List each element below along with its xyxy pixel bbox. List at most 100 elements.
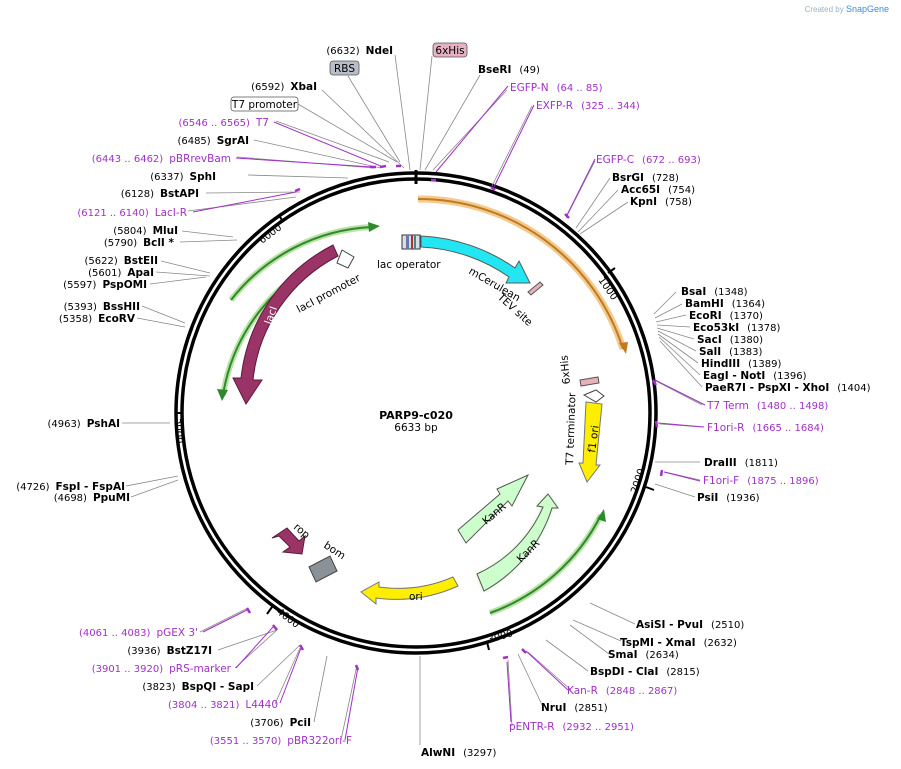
primer-f1ori-r: F1ori-R(1665 .. 1684) [707,422,824,434]
site-ecori: EcoRI(1370) [689,310,763,322]
his6-top-label-box: 6xHis [432,42,468,58]
primer-leader-lines [192,85,706,741]
t7-promoter-label-box: T7 promoter [230,96,299,112]
site-bstapi: (6128)BstAPI [121,188,199,200]
tick-4000: 4000 [266,606,301,631]
label-t7-terminator: T7 terminator [564,392,579,466]
sites-right: BseRI(49) BsrGI(728) Acc65I(754) KpnI(75… [478,64,871,714]
primer-pgex3: (4061 .. 4083)pGEX 3' [79,627,198,639]
site-smai: SmaI(2634) [608,649,679,661]
kanr-arrow-1 [457,473,530,544]
label-kanr-2: KanR [515,537,543,565]
svg-text:6000: 6000 [257,222,284,246]
tev-site-box [527,281,544,296]
credit-prefix: Created by [804,5,844,14]
label-f1-ori: f1 ori [586,425,602,454]
site-draiii: DraIII(1811) [704,457,778,469]
svg-text:RBS: RBS [334,63,355,75]
site-acc65i: Acc65I(754) [621,184,695,196]
primer-pentr-r: pENTR-R(2932 .. 2951) [509,721,634,733]
label-laci: lacI [263,305,281,326]
svg-text:3000: 3000 [487,628,514,646]
t7-terminator-box [582,389,605,403]
site-bseri: BseRI(49) [478,64,540,76]
site-nrui: NruI(2851) [541,702,608,714]
site-bspqi: (3823)BspQI - SapI [142,681,254,693]
site-pshai: (4963)PshAI [47,418,120,430]
sites-left: (6632)NdeI (6592)XbaI (6485)SgrAI (6337)… [16,45,496,759]
site-kpni: KpnI(758) [630,196,692,208]
site-psii: PsiI(1936) [697,492,760,504]
orf-arrow-bottom [488,509,606,616]
site-eagi-noti: EagI - NotI(1396) [703,370,807,382]
tick-3000: 3000 [486,628,514,651]
ori-arrow [360,576,459,606]
site-fspi: (4726)FspI - FspAI [16,481,125,493]
primer-f1ori-f: F1ori-F(1875 .. 1896) [703,475,819,487]
laci-promoter-arrow [336,249,355,269]
site-bcli: (5790)BclI * [104,237,175,249]
site-xbai: (6592)XbaI [251,81,317,93]
primers-left: (6546 .. 6565)T7 (6443 .. 6462)pBRrevBam… [77,117,352,747]
snapgene-credit: Created by SnapGene [805,4,889,14]
primer-t7-term: T7 Term(1480 .. 1498) [706,400,828,412]
primer-prs-marker: (3901 .. 3920)pRS-marker [92,663,232,675]
site-sphi: (6337)SphI [150,171,216,183]
f1-ori-arrow [578,401,603,483]
label-lac-operator: lac operator [377,259,441,271]
rbs-label-box: RBS [329,60,360,76]
label-ori: ori [409,591,423,603]
kanr-arrow-2 [476,493,559,592]
site-apai: (5601)ApaI [88,267,154,279]
site-bsrgi: BsrGI(728) [612,172,679,184]
site-ppumi: (4698)PpuMI [54,492,130,504]
site-xmai: TspMI - XmaI(2632) [620,637,737,649]
laci-arrow [232,244,339,405]
site-pcii: (3706)PciI [250,717,311,729]
svg-text:T7 promoter: T7 promoter [231,99,298,111]
orf-arrow-orange [417,195,628,354]
rop-arrow [271,527,306,555]
orf-arrow-top [228,222,380,302]
tick-5000: 5000 [173,412,184,443]
site-ndei: (6632)NdeI [326,45,393,57]
primers-right: EGFP-N(64 .. 85) EXFP-R(325 .. 344) EGFP… [509,82,828,733]
site-bsshii: (5393)BssHII [64,301,140,313]
primer-egfp-n: EGFP-N(64 .. 85) [510,82,603,94]
primer-egfp-c: EGFP-C(672 .. 693) [596,154,701,166]
site-sali: SalI(1383) [699,346,763,358]
primer-pbr322ori-f: (3551 .. 3570)pBR322ori-F [210,735,352,747]
mcerulean-arrow [420,235,531,284]
site-eco53ki: Eco53kI(1378) [693,322,780,334]
primer-marks [245,164,664,671]
primer-exfp-r: EXFP-R(325 .. 344) [536,100,640,112]
site-xhoi: PaeR7I - PspXI - XhoI(1404) [705,382,871,394]
primer-l4440: (3804 .. 3821)L4440 [168,699,278,711]
site-mlui: (5804)MluI [113,225,178,237]
leader-lines [122,54,703,745]
site-alwni: AlwNI(3297) [421,747,496,759]
plasmid-name: PARP9-c020 [379,409,453,422]
site-pvui: AsiSI - PvuI(2510) [636,619,744,631]
site-bstz17i: (3936)BstZ17I [127,645,212,657]
site-ecorv: (5358)EcoRV [59,313,136,325]
svg-text:6xHis: 6xHis [435,45,464,57]
lac-operator-box [401,234,421,250]
primer-t7: (6546 .. 6565)T7 [178,117,269,129]
primer-pbrrevbam: (6443 .. 6462)pBRrevBam [92,153,231,165]
bom-box [308,555,338,583]
his6-box [579,376,600,387]
site-hindiii: HindIII(1389) [701,358,781,370]
site-saci: SacI(1380) [697,334,763,346]
primer-laci-r: (6121 .. 6140)LacI-R [77,207,187,219]
credit-brand: SnapGene [845,4,889,14]
site-clai: BspDI - ClaI(2815) [590,666,700,678]
label-his6: 6xHis [558,355,572,385]
svg-text:5000: 5000 [173,418,184,443]
site-bsteii: (5622)BstEII [84,255,158,267]
site-bamhi: BamHI(1364) [685,298,765,310]
primer-kan-r: Kan-R(2848 .. 2867) [567,685,677,697]
plasmid-size: 6633 bp [394,422,438,434]
site-sgrai: (6485)SgrAI [177,135,249,147]
